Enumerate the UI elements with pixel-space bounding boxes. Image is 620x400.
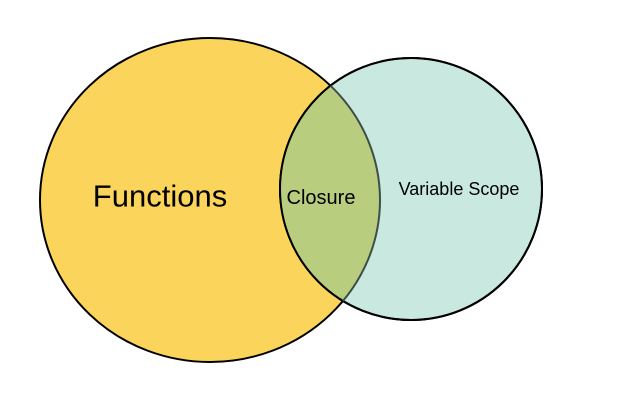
- functions-inner-outline: [280, 58, 381, 320]
- set-label-variable-scope: Variable Scope: [399, 179, 520, 199]
- intersection-label-closure: Closure: [287, 187, 356, 209]
- variable-scope-outline: [279, 57, 543, 321]
- set-label-functions: Functions: [93, 179, 227, 214]
